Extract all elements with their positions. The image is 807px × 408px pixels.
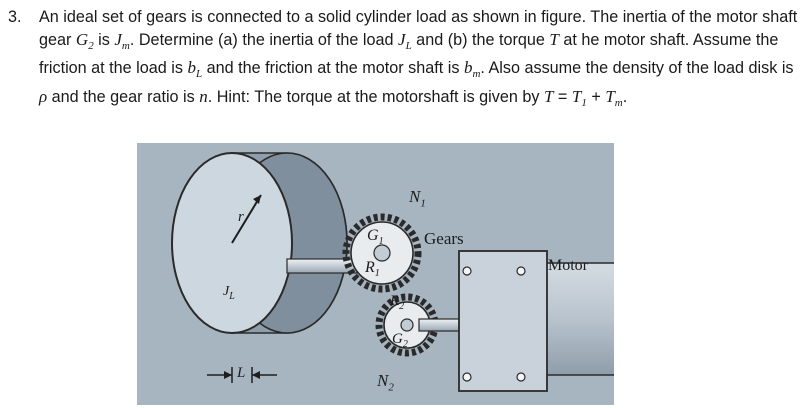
math-subscript: m <box>121 39 130 52</box>
load-inertia-subscript: L <box>229 290 235 302</box>
g1-subscript: 1 <box>378 236 384 248</box>
math-symbol: JL <box>398 29 412 52</box>
math-symbol: n <box>199 86 208 106</box>
problem-text-run: . Hint: The torque at the motorshaft is … <box>207 87 544 106</box>
math-symbol: ρ <box>39 86 48 106</box>
load-inertia-label: JL <box>223 284 235 302</box>
r1-label: R1 <box>365 259 380 279</box>
problem-text-run: at he motor shaft. Assume the friction a… <box>39 30 779 78</box>
math-variable: ρ <box>39 86 48 106</box>
motor-label: Motor <box>548 257 588 274</box>
problem-text-run: and (b) the torque <box>411 30 550 49</box>
n2-subscript: 2 <box>388 381 394 394</box>
length-label: L <box>237 365 246 381</box>
motor-shaft <box>418 318 462 332</box>
motor <box>458 250 614 392</box>
r2-symbol: R <box>390 293 400 309</box>
g2-subscript: 2 <box>402 339 408 350</box>
math-subscript: 1 <box>581 97 587 110</box>
problem-text-run: and the gear ratio is <box>47 87 200 106</box>
math-variable: J <box>114 29 122 49</box>
problem-text-run: + <box>586 87 606 106</box>
g2-label: G2 <box>392 331 408 350</box>
problem-statement: 3. An ideal set of gears is connected to… <box>8 6 800 115</box>
math-symbol: T <box>543 86 554 106</box>
math-symbol: bm <box>463 58 481 81</box>
math-variable: T <box>571 86 582 106</box>
math-symbol: G2 <box>75 29 94 52</box>
math-subscript: m <box>614 97 623 110</box>
r2-label: R2 <box>390 293 404 312</box>
problem-text-run: . Determine (a) the inertia of the load <box>129 30 399 49</box>
problem-text-run: An ideal set of gears is connected to a … <box>39 8 798 49</box>
math-symbol: Tm <box>605 86 623 110</box>
math-variable: T <box>605 86 615 106</box>
problem-text-run: = <box>553 87 572 106</box>
n1-subscript: 1 <box>420 197 426 210</box>
n1-label: N1 <box>409 187 426 209</box>
load-inertia-symbol: J <box>223 284 230 299</box>
math-variable: T <box>543 86 554 106</box>
g1-label: G1 <box>367 227 384 247</box>
problem-text-run: is <box>93 30 115 49</box>
math-subscript: L <box>195 68 203 81</box>
math-symbol: bL <box>187 58 203 81</box>
load-cylinder <box>171 152 348 334</box>
problem-number: 3. <box>8 8 22 26</box>
problem-text-run: . Also assume the density of the load di… <box>480 59 794 78</box>
gears-label: Gears <box>424 229 464 248</box>
math-symbol: T1 <box>571 86 587 110</box>
math-subscript: L <box>405 39 412 52</box>
math-variable: b <box>463 58 473 78</box>
n2-label: N2 <box>377 371 394 393</box>
math-variable: b <box>187 58 196 78</box>
math-symbol: Jm <box>114 29 130 52</box>
r1-symbol: R <box>365 259 375 276</box>
g1-symbol: G <box>367 227 379 244</box>
problem-text-run: and the friction at the motor shaft is <box>202 59 464 78</box>
n2-symbol: N <box>377 371 389 390</box>
gear-g1 <box>342 213 422 293</box>
math-subscript: m <box>472 68 481 81</box>
math-variable: J <box>398 29 406 49</box>
math-variable: n <box>199 86 208 106</box>
math-subscript: 2 <box>88 39 94 52</box>
problem-text: An ideal set of gears is connected to a … <box>39 6 800 115</box>
radius-label: r <box>238 209 244 225</box>
problem-text-run: . <box>622 87 628 106</box>
length-dimension <box>207 367 277 383</box>
math-symbol: T <box>549 29 559 49</box>
n1-symbol: N <box>409 187 421 206</box>
r2-subscript: 2 <box>399 301 405 312</box>
math-variable: G <box>75 29 89 49</box>
g2-symbol: G <box>392 331 403 347</box>
gear-train-figure: r JL L N1 G1 R1 Gears R2 G2 N2 Motor <box>137 143 614 405</box>
r1-subscript: 1 <box>374 268 380 280</box>
math-variable: T <box>549 29 559 49</box>
figure-drawing <box>171 152 614 392</box>
